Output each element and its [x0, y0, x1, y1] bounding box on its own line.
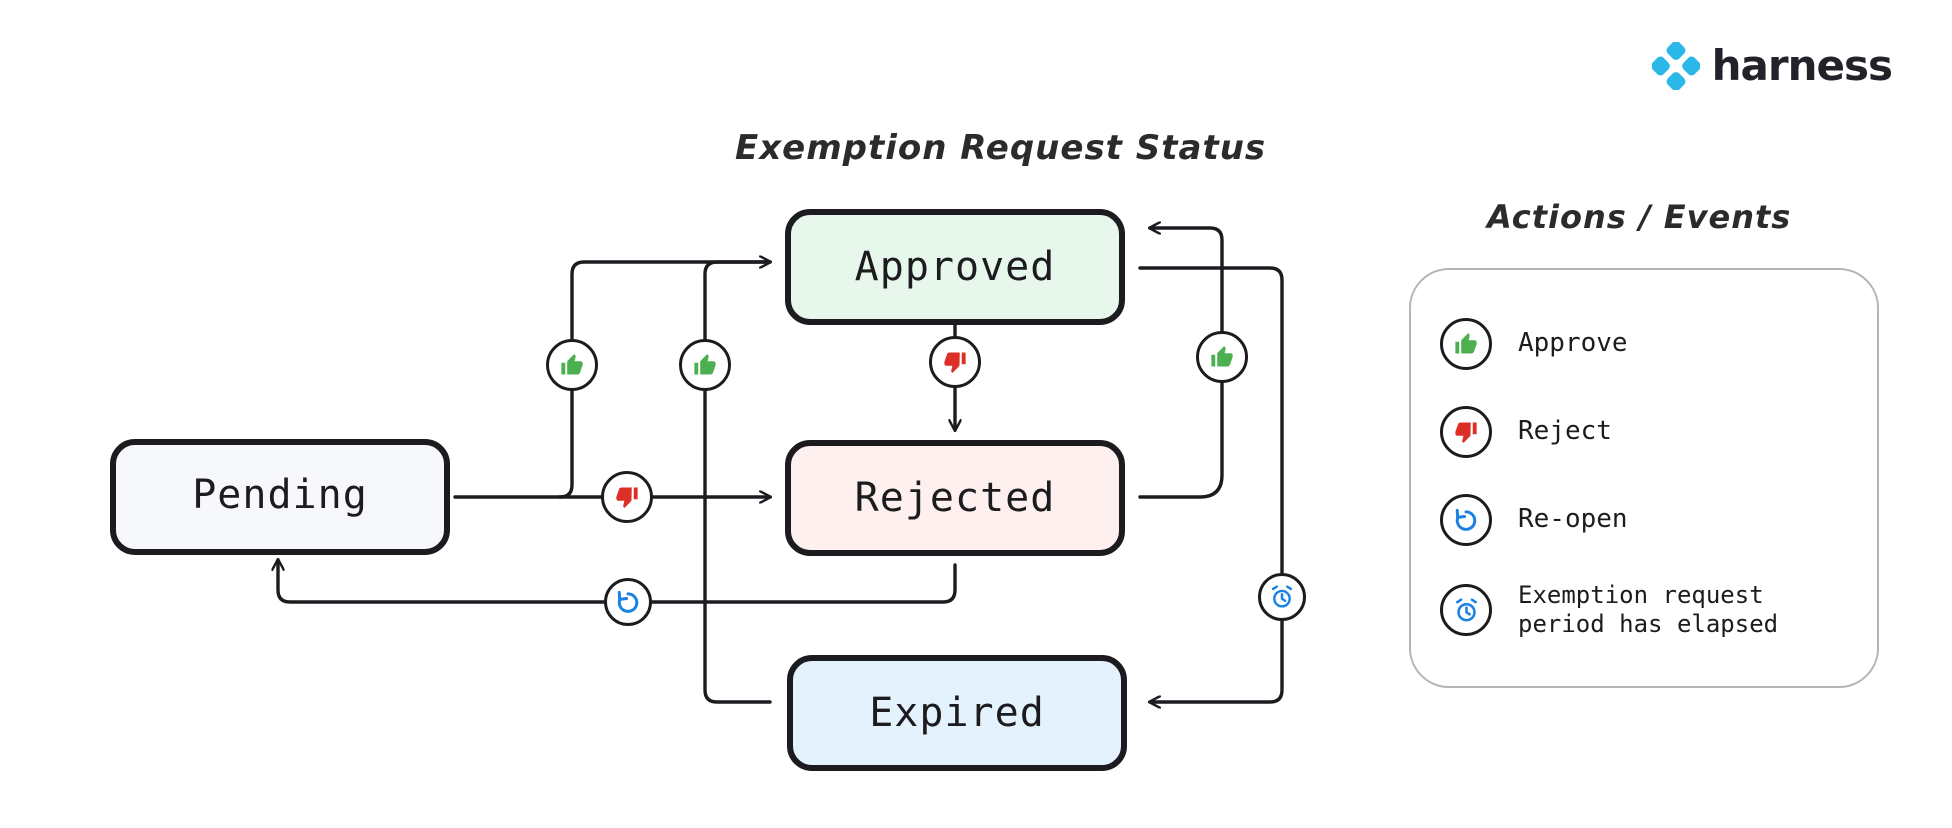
- thumbs-up-icon: [1211, 346, 1233, 367]
- legend-item-reject[interactable]: Reject: [1440, 388, 1870, 476]
- reopen-icon-circle: [1440, 494, 1492, 546]
- legend-item-approve[interactable]: Approve: [1440, 300, 1870, 388]
- edge-badge-approve-expired-to-approved[interactable]: [679, 339, 731, 391]
- reopen-icon: [1455, 508, 1477, 531]
- state-node-approved[interactable]: [785, 209, 1125, 325]
- edge-badge-reopen-rejected-to-pending[interactable]: [604, 578, 652, 626]
- legend-item-elapsed[interactable]: Exemption request period has elapsed: [1440, 564, 1870, 656]
- harness-wordmark: harness: [1711, 41, 1893, 90]
- thumbs-up-icon: [1455, 333, 1477, 354]
- thumbs-up-icon: [561, 354, 583, 375]
- state-node-expired[interactable]: [787, 655, 1127, 771]
- reopen-icon: [617, 590, 639, 613]
- edge-badge-approve-pending-to-approved[interactable]: [546, 339, 598, 391]
- legend-title: Actions / Events: [1487, 198, 1792, 236]
- legend-label-reopen: Re-open: [1518, 504, 1628, 535]
- legend-list: Approve Reject Re-open: [1440, 300, 1870, 656]
- state-node-pending[interactable]: [110, 439, 450, 555]
- legend-label-reject: Reject: [1518, 416, 1612, 447]
- edge-badge-elapsed-approved-to-expired[interactable]: [1258, 573, 1306, 621]
- thumbs-down-icon: [944, 352, 966, 373]
- edge-badge-reject-approved-to-rejected[interactable]: [929, 336, 981, 388]
- legend-item-reopen[interactable]: Re-open: [1440, 476, 1870, 564]
- edge-approved-to-expired: [1138, 266, 1284, 702]
- thumbs-up-icon: [694, 354, 716, 375]
- alarm-clock-icon: [1271, 585, 1293, 608]
- state-node-rejected[interactable]: [785, 440, 1125, 556]
- thumbs-up-icon-circle: [1440, 318, 1492, 370]
- thumbs-down-icon: [1455, 422, 1477, 443]
- thumbs-down-icon: [616, 487, 638, 508]
- alarm-clock-icon: [1455, 597, 1477, 621]
- diagram-title: Exemption Request Status: [735, 128, 1267, 168]
- alarm-clock-icon-circle: [1440, 584, 1492, 636]
- thumbs-down-icon-circle: [1440, 406, 1492, 458]
- edge-expired-to-approved: [703, 260, 772, 704]
- legend-label-elapsed: Exemption request period has elapsed: [1518, 580, 1779, 638]
- legend-label-approve: Approve: [1518, 328, 1628, 359]
- harness-logo: harness: [1651, 41, 1893, 90]
- harness-diamond-logo-icon: [1651, 42, 1700, 90]
- edge-badge-reject-pending-to-rejected[interactable]: [601, 471, 653, 523]
- edge-badge-approve-rejected-to-approved[interactable]: [1196, 331, 1248, 383]
